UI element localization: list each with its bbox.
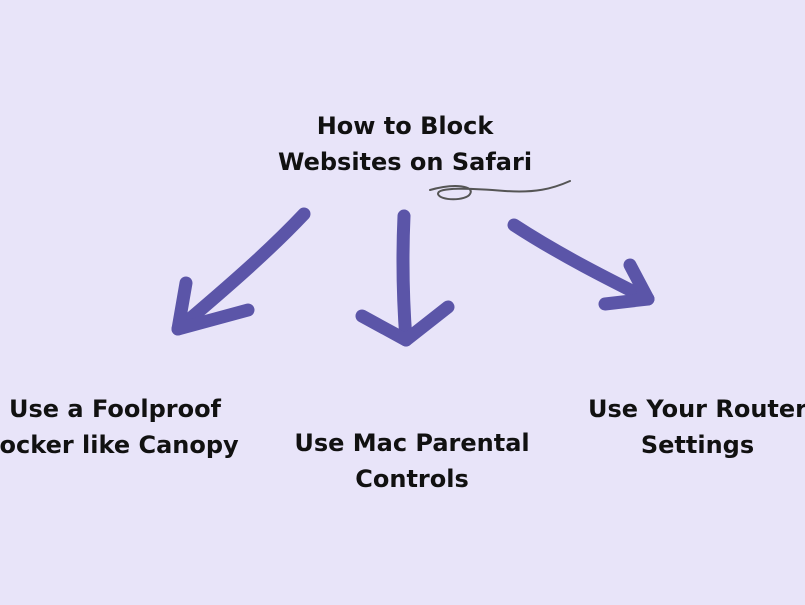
- diagram-title-line-2: Websites on Safari: [277, 148, 533, 176]
- arrow-middle-shaft: [396, 209, 413, 347]
- squiggle-underline: [429, 180, 571, 201]
- option-foolproof-blocker-line-2: locker like Canopy: [0, 431, 239, 459]
- arrow-middle-head: [355, 300, 455, 347]
- option-mac-parental-controls-line-2: Controls: [355, 465, 469, 493]
- arrow-middle: [355, 209, 455, 347]
- option-foolproof-blocker-line-1: Use a Foolproof: [8, 395, 221, 423]
- arrow-right-head: [598, 258, 655, 311]
- diagram-title: How to Block Websites on Safari: [240, 108, 570, 180]
- arrow-right-shaft: [507, 218, 655, 306]
- option-router-settings-line-1: Use Your Router: [588, 395, 805, 423]
- arrow-right: [507, 218, 655, 311]
- option-router-settings: Use Your Router Settings: [560, 391, 805, 463]
- option-foolproof-blocker: Use a Foolproof locker like Canopy: [0, 391, 310, 463]
- arrow-left-shaft: [171, 207, 311, 336]
- option-router-settings-line-2: Settings: [640, 431, 755, 459]
- arrow-left-head: [171, 276, 255, 336]
- option-mac-parental-controls: Use Mac Parental Controls: [262, 425, 562, 497]
- option-mac-parental-controls-line-1: Use Mac Parental: [294, 429, 530, 457]
- diagram-title-line-1: How to Block: [316, 112, 494, 140]
- arrow-left: [171, 207, 311, 336]
